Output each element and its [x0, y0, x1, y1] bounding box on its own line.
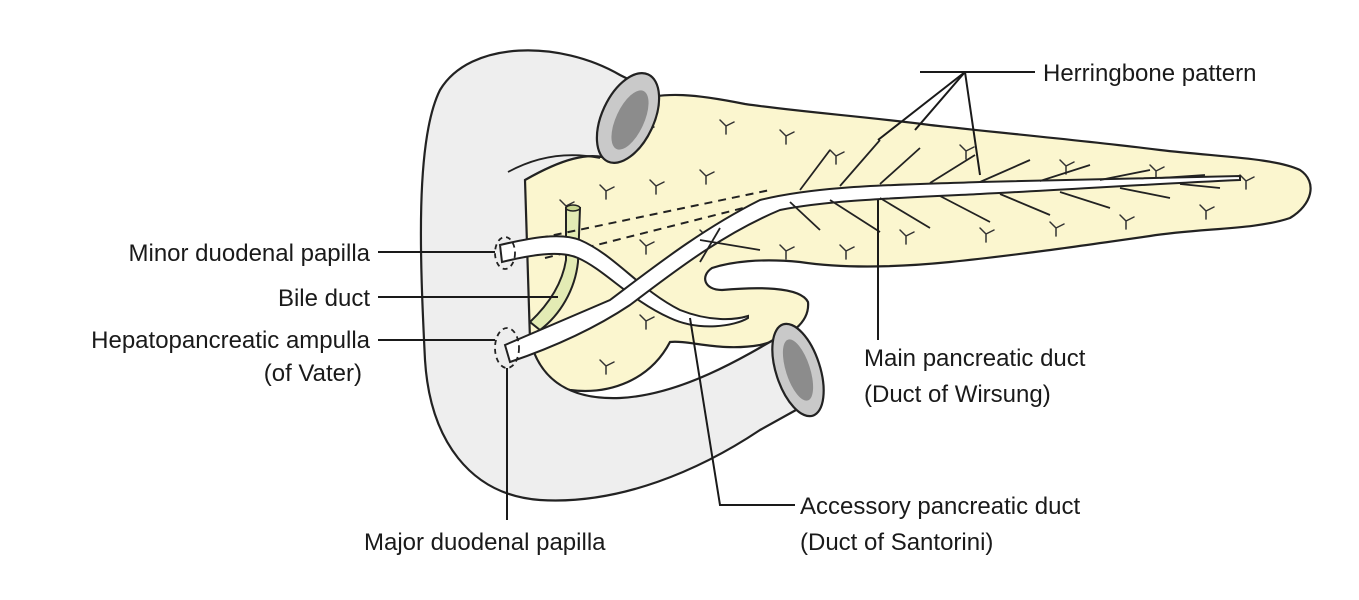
leader-lines [378, 71, 1035, 520]
label-bile-duct: Bile duct [278, 285, 370, 312]
minor-papilla-circle [494, 236, 516, 270]
label-major-papilla: Major duodenal papilla [364, 529, 606, 556]
leader-accessory [689, 317, 795, 506]
duodenum-fold [507, 154, 601, 173]
label-accessory-1: Accessory pancreatic duct [800, 493, 1080, 520]
main-pancreatic-duct [503, 174, 1241, 364]
label-ampulla-1: Hepatopancreatic ampulla [91, 327, 370, 354]
label-accessory-2: (Duct of Santorini) [800, 529, 993, 556]
bile-duct-top [565, 204, 581, 212]
accessory-duct-hidden-2 [544, 199, 776, 259]
pancreas-texture [559, 119, 1255, 375]
duodenum-lower-lumen [782, 339, 814, 401]
duodenum-upper-lumen [611, 90, 649, 150]
label-minor-papilla: Minor duodenal papilla [129, 240, 371, 267]
herringbone-branches [699, 139, 1221, 263]
accessory-duct [498, 235, 749, 328]
label-main-duct-2: (Duct of Wirsung) [864, 381, 1051, 408]
accessory-duct-hidden [539, 189, 771, 239]
major-papilla-circle [494, 327, 520, 369]
pancreas-body-tail [518, 93, 1312, 392]
duodenum [419, 49, 807, 502]
label-herringbone: Herringbone pattern [1043, 60, 1256, 87]
label-main-duct-1: Main pancreatic duct [864, 345, 1086, 372]
leader-herringbone-2 [877, 71, 966, 141]
label-ampulla-2: (of Vater) [264, 360, 362, 387]
